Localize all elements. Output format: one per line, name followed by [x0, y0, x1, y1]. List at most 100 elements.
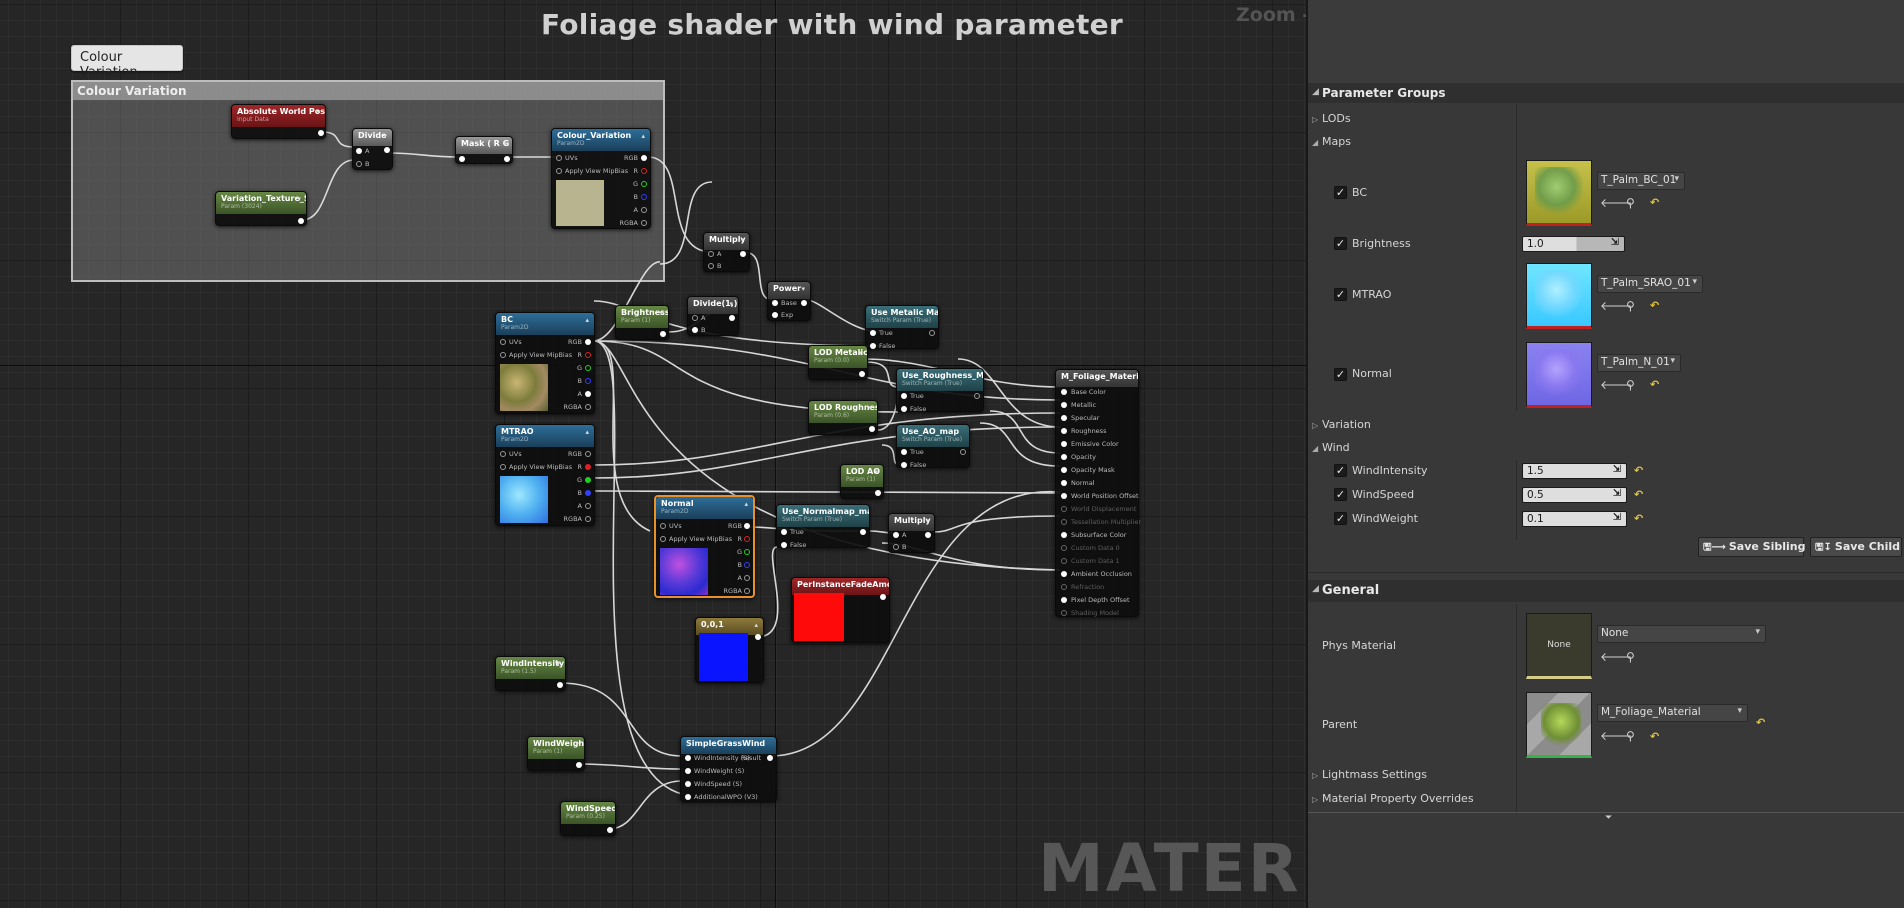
input-pin[interactable] [692, 327, 698, 333]
output-pin[interactable] [660, 331, 666, 337]
save-child-button[interactable]: 🖫↧Save Child [1810, 537, 1902, 557]
input-pin[interactable] [1061, 571, 1067, 577]
category-maps[interactable]: ◢Maps [1312, 135, 1351, 148]
output-pin[interactable] [585, 464, 591, 470]
node-per-instance-fade-amount[interactable]: PerInstanceFadeAmount [791, 577, 890, 643]
arrow-left-icon[interactable]: 🡐 [1600, 729, 1633, 743]
input-pin[interactable] [660, 536, 666, 542]
node-brightness[interactable]: Brightness▾Param (1) [615, 305, 669, 340]
input-pin[interactable] [459, 156, 465, 162]
input-pin[interactable] [356, 161, 362, 167]
texture-thumbnail-mtrao[interactable] [1526, 263, 1592, 329]
category-variation[interactable]: ▷Variation [1312, 418, 1371, 431]
input-pin[interactable] [901, 393, 907, 399]
input-pin[interactable] [692, 315, 698, 321]
input-pin[interactable] [685, 755, 691, 761]
input-pin[interactable] [685, 781, 691, 787]
node-wind-intensity[interactable]: WindIntensity▾Param (1.5) [495, 656, 566, 691]
search-icon[interactable]: ⚲ [1626, 196, 1635, 210]
input-pin[interactable] [1061, 467, 1067, 473]
input-pin[interactable] [1061, 519, 1067, 525]
input-pin[interactable] [500, 464, 506, 470]
output-pin[interactable] [641, 220, 647, 226]
search-icon[interactable]: ⚲ [1626, 650, 1635, 664]
reset-arrow-icon[interactable]: ↶ [1634, 512, 1644, 525]
node-lod-ao[interactable]: LOD AO▾Param (1) [840, 464, 884, 499]
reset-arrow-icon[interactable]: ↶ [1756, 716, 1766, 729]
output-pin[interactable] [585, 503, 591, 509]
input-pin[interactable] [1061, 441, 1067, 447]
output-pin[interactable] [318, 130, 324, 136]
output-pin[interactable] [384, 147, 390, 153]
texture-combo-mtrao[interactable]: T_Palm_SRAO_01▾ [1597, 275, 1703, 293]
input-pin[interactable] [1061, 480, 1067, 486]
node-lod-roughness[interactable]: LOD Roughness▾Param (0.6) [808, 400, 878, 435]
checkbox-mtrao[interactable]: ✓ [1334, 288, 1347, 301]
node-absolute-world-position[interactable]: Absolute World Position▾Input Data [231, 104, 326, 139]
node-mask[interactable]: Mask ( R G )▾ [455, 136, 513, 164]
input-pin[interactable] [870, 330, 876, 336]
reset-arrow-icon[interactable]: ↶ [1650, 378, 1660, 391]
input-pin[interactable] [1061, 545, 1067, 551]
output-pin[interactable] [755, 634, 761, 640]
material-graph[interactable]: Foliage shader with wind parameter Zoom … [0, 0, 1306, 908]
output-pin[interactable] [740, 251, 746, 257]
checkbox-normal[interactable]: ✓ [1334, 368, 1347, 381]
input-pin[interactable] [685, 794, 691, 800]
save-sibling-button[interactable]: 🖫⟶Save Sibling [1698, 537, 1805, 557]
input-pin[interactable] [893, 532, 899, 538]
input-pin[interactable] [901, 449, 907, 455]
arrow-left-icon[interactable]: 🡐 [1600, 650, 1633, 664]
output-pin[interactable] [585, 477, 591, 483]
texture-thumbnail-bc[interactable] [1526, 160, 1592, 226]
input-pin[interactable] [781, 529, 787, 535]
reset-arrow-icon[interactable]: ↶ [1634, 488, 1644, 501]
texture-combo-bc[interactable]: T_Palm_BC_01▾ [1597, 172, 1685, 190]
input-pin[interactable] [870, 343, 876, 349]
arrow-left-icon[interactable]: 🡐 [1600, 299, 1633, 313]
input-pin[interactable] [1061, 506, 1067, 512]
output-pin[interactable] [859, 371, 865, 377]
node-lod-metalic[interactable]: LOD Metalic▾Param (0.0) [808, 345, 868, 380]
texture-thumbnail-normal[interactable] [1526, 342, 1592, 408]
output-pin[interactable] [880, 594, 886, 600]
checkbox-wind-speed[interactable]: ✓ [1334, 488, 1347, 501]
output-pin[interactable] [744, 549, 750, 555]
comment-box-colour-variation[interactable]: Colour Variation [71, 80, 665, 282]
output-pin[interactable] [860, 529, 866, 535]
node-multiply-mid[interactable]: Multiply▾ A B [888, 513, 935, 553]
output-pin[interactable] [641, 155, 647, 161]
checkbox-wind-intensity[interactable]: ✓ [1334, 464, 1347, 477]
reset-arrow-icon[interactable]: ↶ [1650, 730, 1660, 743]
input-pin[interactable] [660, 523, 666, 529]
output-pin[interactable] [585, 365, 591, 371]
arrow-left-icon[interactable]: 🡐 [1600, 196, 1633, 210]
node-constant-0-0-1[interactable]: 0,0,1▴ [695, 617, 764, 683]
node-colour-variation[interactable]: Colour_Variation▴Param2D UVs Apply View … [551, 128, 651, 229]
output-pin[interactable] [925, 532, 931, 538]
input-pin[interactable] [1061, 558, 1067, 564]
output-pin[interactable] [744, 575, 750, 581]
input-pin[interactable] [1061, 493, 1067, 499]
phys-material-thumbnail[interactable]: None [1526, 613, 1592, 679]
node-wind-weight[interactable]: WindWeight▾Param (1) [527, 736, 585, 771]
node-bc-texture[interactable]: BC▴Param2D UVs Apply View MipBias RGB R … [495, 312, 595, 414]
output-pin[interactable] [641, 194, 647, 200]
category-material-property-overrides[interactable]: ▷Material Property Overrides [1312, 792, 1474, 805]
search-icon[interactable]: ⚲ [1626, 299, 1635, 313]
output-pin[interactable] [585, 451, 591, 457]
wind-speed-field[interactable]: 0.5⇲ [1522, 487, 1627, 503]
output-pin[interactable] [585, 378, 591, 384]
input-pin[interactable] [1061, 402, 1067, 408]
input-pin[interactable] [1061, 454, 1067, 460]
parent-combo[interactable]: M_Foliage_Material▾ [1597, 704, 1748, 722]
wind-weight-field[interactable]: 0.1⇲ [1522, 511, 1627, 527]
output-pin[interactable] [744, 588, 750, 594]
input-pin[interactable] [356, 148, 362, 154]
output-pin[interactable] [869, 426, 875, 432]
input-pin[interactable] [1061, 415, 1067, 421]
checkbox-brightness[interactable]: ✓ [1334, 237, 1347, 250]
texture-combo-normal[interactable]: T_Palm_N_01▾ [1597, 354, 1681, 372]
brightness-field[interactable]: 1.0⇲ [1522, 236, 1625, 252]
